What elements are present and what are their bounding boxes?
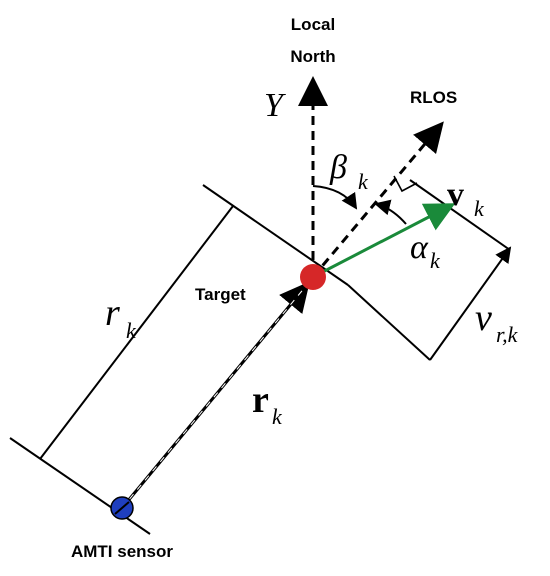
range-vector-symbol: r bbox=[252, 379, 269, 421]
vr-tick-top bbox=[409, 179, 511, 251]
range-tick-target bbox=[202, 184, 349, 286]
beta-subscript: k bbox=[358, 169, 369, 194]
sensor-label: AMTI sensor bbox=[71, 542, 173, 561]
right-angle-marker bbox=[393, 175, 418, 193]
y-axis-label: Y bbox=[264, 87, 286, 124]
alpha-subscript: k bbox=[430, 248, 441, 273]
beta-symbol: β bbox=[329, 149, 347, 186]
north-label-line2: North bbox=[290, 47, 335, 66]
range-dimension-line bbox=[39, 205, 234, 460]
alpha-symbol: α bbox=[410, 229, 429, 266]
radial-velocity-subscript: r,k bbox=[496, 322, 519, 347]
velocity-vector bbox=[312, 203, 456, 279]
range-tick-sensor bbox=[9, 437, 151, 535]
north-label-line1: Local bbox=[291, 15, 335, 34]
target-label: Target bbox=[195, 285, 246, 304]
range-scalar-subscript: k bbox=[126, 318, 137, 343]
rlos-label: RLOS bbox=[410, 88, 457, 107]
range-scalar-symbol: r bbox=[105, 292, 120, 334]
beta-arc bbox=[312, 185, 358, 210]
alpha-arc bbox=[374, 199, 407, 225]
vr-dimension-line bbox=[429, 246, 512, 361]
velocity-subscript: k bbox=[474, 196, 485, 221]
vr-tick-bottom bbox=[347, 284, 431, 361]
sensor-dot-mark bbox=[114, 501, 130, 515]
target-dot bbox=[300, 264, 326, 290]
range-vector-subscript: k bbox=[272, 404, 283, 429]
velocity-symbol: v bbox=[447, 176, 464, 213]
radial-velocity-symbol: v bbox=[475, 297, 492, 339]
range-vector-dash bbox=[121, 285, 307, 509]
